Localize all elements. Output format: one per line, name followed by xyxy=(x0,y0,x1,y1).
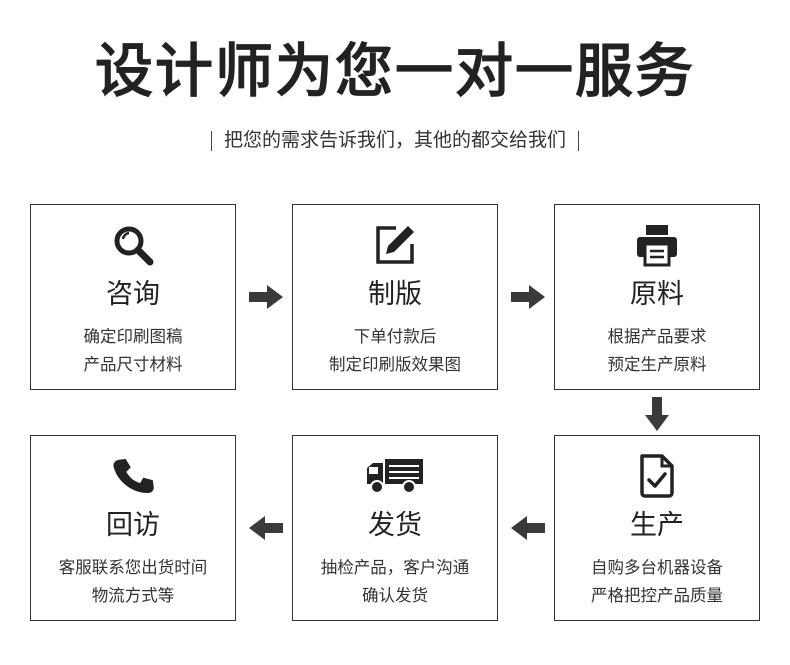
step-line: 下单付款后 xyxy=(353,327,437,346)
step-card-material: 原料 根据产品要求 预定生产原料 xyxy=(554,204,760,390)
step-name: 回访 xyxy=(106,510,160,541)
arrow-down-icon xyxy=(645,397,669,431)
page-subtitle: 把您的需求告诉我们，其他的都交给我们 xyxy=(0,126,790,154)
step-name: 生产 xyxy=(630,510,684,541)
edit-icon xyxy=(293,219,497,271)
step-card-shipping: 发货 抽检产品，客户沟通 确认发货 xyxy=(292,435,498,621)
step-line: 物流方式等 xyxy=(91,586,175,605)
step-line: 制定印刷版效果图 xyxy=(329,355,461,374)
printer-icon xyxy=(555,219,759,271)
arrow-left-icon xyxy=(511,516,545,540)
step-line: 严格把控产品质量 xyxy=(591,586,723,605)
search-icon xyxy=(31,219,235,271)
step-line: 抽检产品，客户沟通 xyxy=(320,558,470,577)
step-line: 客服联系您出货时间 xyxy=(58,558,208,577)
step-card-production: 生产 自购多台机器设备 严格把控产品质量 xyxy=(554,435,760,621)
arrow-right-icon xyxy=(249,285,283,309)
step-line: 确定印刷图稿 xyxy=(83,327,183,346)
step-line: 确认发货 xyxy=(362,586,428,605)
page-title: 设计师为您一对一服务 xyxy=(94,37,695,105)
step-description: 根据产品要求 预定生产原料 xyxy=(555,323,759,379)
arrow-right-icon xyxy=(511,285,545,309)
document-check-icon xyxy=(555,450,759,502)
step-description: 抽检产品，客户沟通 确认发货 xyxy=(293,554,497,610)
step-line: 产品尺寸材料 xyxy=(83,355,183,374)
phone-icon xyxy=(31,450,235,502)
divider-right xyxy=(578,130,579,151)
step-description: 客服联系您出货时间 物流方式等 xyxy=(31,554,235,610)
step-card-plate: 制版 下单付款后 制定印刷版效果图 xyxy=(292,204,498,390)
step-name: 发货 xyxy=(368,510,422,541)
step-description: 自购多台机器设备 严格把控产品质量 xyxy=(555,554,759,610)
step-name: 制版 xyxy=(368,279,422,310)
step-line: 预定生产原料 xyxy=(607,355,707,374)
step-description: 下单付款后 制定印刷版效果图 xyxy=(293,323,497,379)
subtitle-text: 把您的需求告诉我们，其他的都交给我们 xyxy=(223,129,566,151)
step-line: 自购多台机器设备 xyxy=(591,558,723,577)
step-line: 根据产品要求 xyxy=(607,327,707,346)
divider-left xyxy=(210,130,212,151)
step-name: 咨询 xyxy=(106,279,160,310)
step-name: 原料 xyxy=(630,279,684,310)
step-description: 确定印刷图稿 产品尺寸材料 xyxy=(31,323,235,379)
delivery-truck-icon xyxy=(293,450,497,502)
arrow-left-icon xyxy=(249,516,283,540)
step-card-followup: 回访 客服联系您出货时间 物流方式等 xyxy=(30,435,236,621)
step-card-consult: 咨询 确定印刷图稿 产品尺寸材料 xyxy=(30,204,236,390)
